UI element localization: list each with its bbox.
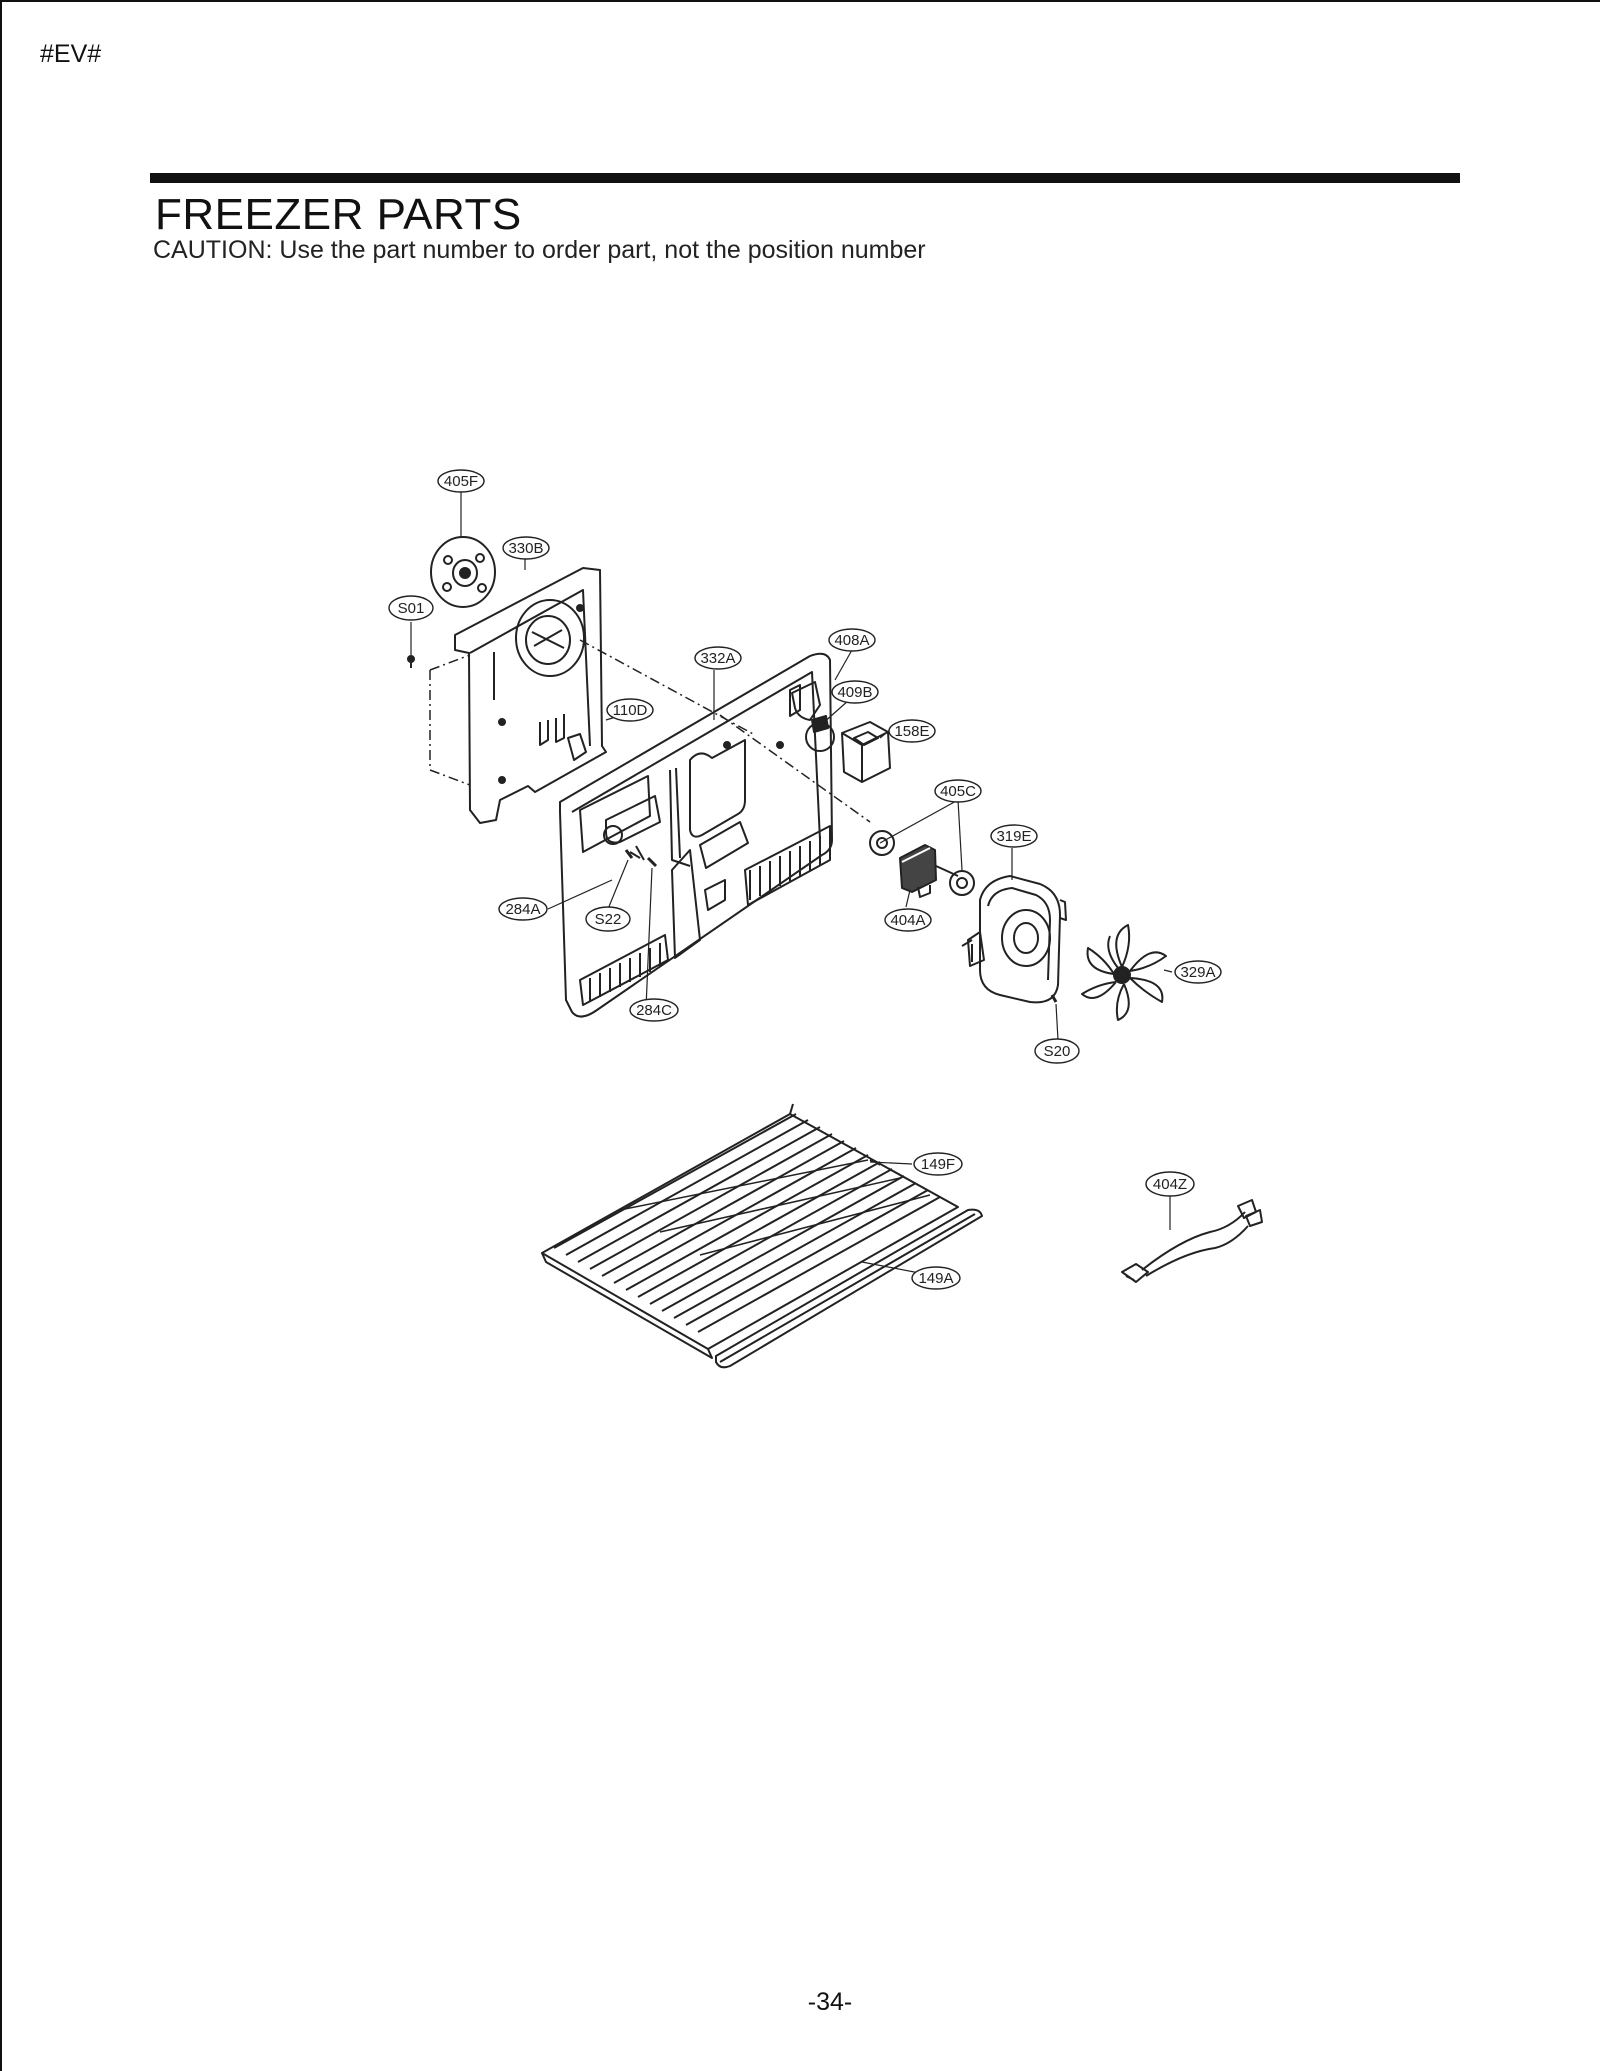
svg-text:319E: 319E — [996, 828, 1031, 845]
svg-text:409B: 409B — [837, 684, 872, 701]
callout-S20: S20 — [1034, 1038, 1080, 1064]
callout-149F: 149F — [913, 1152, 963, 1176]
svg-text:149F: 149F — [921, 1156, 955, 1173]
callout-405C: 405C — [934, 779, 982, 803]
callout-319E: 319E — [990, 824, 1038, 848]
callout-332A: 332A — [694, 646, 742, 670]
svg-text:332A: 332A — [700, 650, 735, 667]
callout-S22: S22 — [585, 906, 631, 932]
part-329A-fan — [1081, 924, 1167, 1021]
svg-text:S20: S20 — [1044, 1043, 1071, 1060]
alignment-lines — [429, 639, 871, 823]
svg-text:405C: 405C — [940, 783, 976, 800]
svg-text:404A: 404A — [890, 912, 925, 929]
svg-text:S01: S01 — [398, 600, 425, 617]
part-110D-handle — [603, 795, 661, 861]
svg-text:284C: 284C — [636, 1002, 672, 1019]
callout-149A: 149A — [911, 1266, 961, 1290]
svg-text:110D: 110D — [613, 702, 648, 719]
part-149F-shelf — [541, 1103, 959, 1359]
part-149A-rail — [715, 1208, 983, 1369]
part-332A-cover — [559, 652, 833, 1018]
svg-text:149A: 149A — [918, 1270, 953, 1287]
part-158E-box — [841, 721, 891, 783]
part-408A-409B-lamp — [791, 681, 835, 752]
svg-text:408A: 408A — [834, 632, 869, 649]
callout-284C: 284C — [629, 998, 679, 1022]
page-code: #EV# — [40, 40, 102, 68]
svg-text:158E: 158E — [894, 723, 929, 740]
callout-404Z: 404Z — [1145, 1171, 1195, 1197]
callout-404A: 404A — [884, 908, 932, 932]
callout-158E: 158E — [888, 719, 936, 743]
callout-408A: 408A — [828, 628, 876, 652]
part-405C-grommets — [869, 830, 975, 896]
part-319E-shroud — [961, 875, 1067, 1004]
part-404A-motor — [899, 844, 959, 898]
svg-text:284A: 284A — [505, 901, 540, 918]
svg-text:329A: 329A — [1180, 964, 1215, 981]
callout-329A: 329A — [1174, 960, 1222, 984]
caution-note: CAUTION: Use the part number to order pa… — [153, 236, 926, 264]
page-number: -34- — [807, 1988, 853, 2016]
callout-405F: 405F — [437, 469, 485, 493]
part-405F-disc — [430, 536, 496, 608]
title-rule — [150, 173, 1460, 183]
leader-lines — [410, 490, 1173, 1279]
svg-text:330B: 330B — [508, 540, 543, 557]
svg-text:405F: 405F — [444, 473, 478, 490]
callout-284A: 284A — [498, 897, 548, 921]
svg-text:S22: S22 — [595, 911, 622, 928]
callout-409B: 409B — [831, 680, 879, 704]
callout-110D: 110D — [606, 698, 654, 722]
part-330B-bracket — [407, 567, 607, 824]
callout-330B: 330B — [502, 536, 550, 560]
screws — [624, 849, 1058, 1003]
part-404Z-harness — [1121, 1199, 1263, 1283]
svg-text:404Z: 404Z — [1153, 1176, 1187, 1193]
callout-S01: S01 — [388, 595, 434, 621]
section-title: FREEZER PARTS — [155, 190, 522, 239]
